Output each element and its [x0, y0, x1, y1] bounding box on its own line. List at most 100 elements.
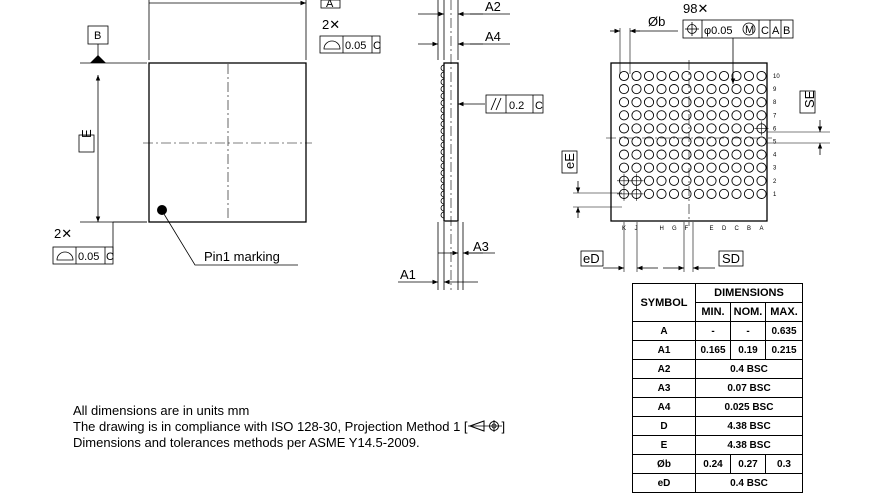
solder-ball [731, 162, 742, 173]
table-cell-nom: 0.27 [730, 454, 766, 474]
e-dimension-label: E [79, 129, 94, 138]
solder-ball [668, 188, 680, 199]
side-ball [440, 197, 445, 205]
table-cell-nom: 0.19 [730, 340, 766, 360]
solder-ball [743, 162, 755, 173]
table-header-min: MIN. [695, 302, 731, 322]
solder-ball [681, 175, 692, 186]
column-letter: H [660, 226, 664, 232]
solder-ball [756, 188, 767, 199]
solder-ball [693, 97, 705, 108]
solder-ball [731, 188, 742, 199]
table-cell-symbol: D [632, 416, 696, 436]
side-ball [440, 92, 445, 100]
solder-ball [681, 149, 692, 160]
column-letter: J [635, 226, 638, 232]
side-ball [440, 148, 445, 156]
solder-ball [656, 97, 667, 108]
side-ball [440, 141, 445, 149]
solder-ball [618, 110, 630, 121]
a2-label: A2 [485, 0, 501, 14]
table-row: eD 0.4 BSC [632, 473, 803, 493]
solder-ball [631, 70, 642, 82]
column-letter: E [710, 226, 714, 232]
solder-ball [731, 136, 742, 147]
solder-ball [618, 149, 630, 160]
solder-ball [693, 188, 705, 199]
solder-ball [693, 149, 705, 160]
fcf-parallel-datum: C [535, 100, 543, 112]
solder-ball [706, 97, 717, 108]
column-letter: B [747, 226, 751, 232]
solder-ball [668, 175, 680, 186]
side-ball [440, 127, 445, 135]
solder-ball [681, 162, 692, 173]
table-cell-symbol: Øb [632, 454, 696, 474]
solder-ball [631, 97, 642, 108]
row-number: 2 [773, 179, 777, 185]
side-ball [440, 211, 445, 219]
row-number: 4 [773, 153, 777, 159]
solder-ball [618, 84, 630, 95]
solder-ball [718, 149, 730, 160]
flatness-icon [323, 40, 341, 50]
solder-ball [743, 149, 755, 160]
solder-ball [718, 70, 730, 82]
solder-ball [706, 188, 717, 199]
solder-ball [743, 84, 755, 95]
a3-label: A3 [473, 239, 489, 254]
column-letter: D [722, 226, 727, 232]
solder-ball [643, 162, 655, 173]
table-cell-symbol: A1 [632, 340, 696, 360]
side-ball [440, 183, 445, 191]
solder-ball [693, 84, 705, 95]
solder-ball [631, 84, 642, 95]
solder-ball [706, 70, 717, 82]
solder-ball [756, 110, 767, 121]
ed-label: eD [583, 251, 600, 266]
solder-ball [668, 162, 680, 173]
note-iso-close: ] [501, 419, 506, 434]
solder-ball [631, 110, 642, 121]
solder-ball [631, 149, 642, 160]
side-view: A2 A4 0.2 C A3 A1 [398, 0, 544, 290]
table-cell-bsc: 0.4 BSC [695, 359, 803, 379]
solder-ball [693, 110, 705, 121]
solder-ball [668, 110, 680, 121]
solder-ball [743, 70, 755, 82]
solder-ball [631, 136, 642, 147]
side-ball [440, 134, 445, 142]
datum-a-label: A [326, 0, 334, 10]
solder-ball [656, 188, 667, 199]
table-row: A4 0.025 BSC [632, 397, 803, 417]
solder-ball [631, 162, 642, 173]
table-cell-max: 0.635 [765, 321, 803, 341]
solder-ball [693, 136, 705, 147]
solder-ball [756, 149, 767, 160]
drawing-notes: All dimensions are in units mm The drawi… [73, 403, 505, 451]
mmc-icon [742, 22, 756, 36]
side-ball [440, 204, 445, 212]
solder-ball [668, 136, 680, 147]
table-cell-symbol: A3 [632, 378, 696, 398]
solder-ball [618, 162, 630, 173]
solder-ball [618, 123, 630, 134]
table-cell-min: 0.24 [695, 454, 731, 474]
fcf-flatness-bottom-value: 0.05 [78, 251, 99, 263]
column-letter: A [760, 226, 764, 232]
top-view: A B E Pin1 marking 2✕ 0.05 C 2✕ 0.05 C [52, 0, 381, 266]
side-ball [440, 190, 445, 198]
solder-ball [618, 97, 630, 108]
solder-ball [756, 175, 767, 186]
count-2x-top: 2✕ [322, 17, 340, 32]
side-ball [440, 106, 445, 114]
fcf-position-value: φ0.05 [704, 25, 733, 37]
solder-ball [718, 175, 730, 186]
row-number: 8 [773, 100, 777, 106]
solder-ball [756, 97, 767, 108]
solder-ball [756, 70, 767, 82]
solder-ball [756, 162, 767, 173]
solder-ball [718, 84, 730, 95]
solder-ball [668, 70, 680, 82]
